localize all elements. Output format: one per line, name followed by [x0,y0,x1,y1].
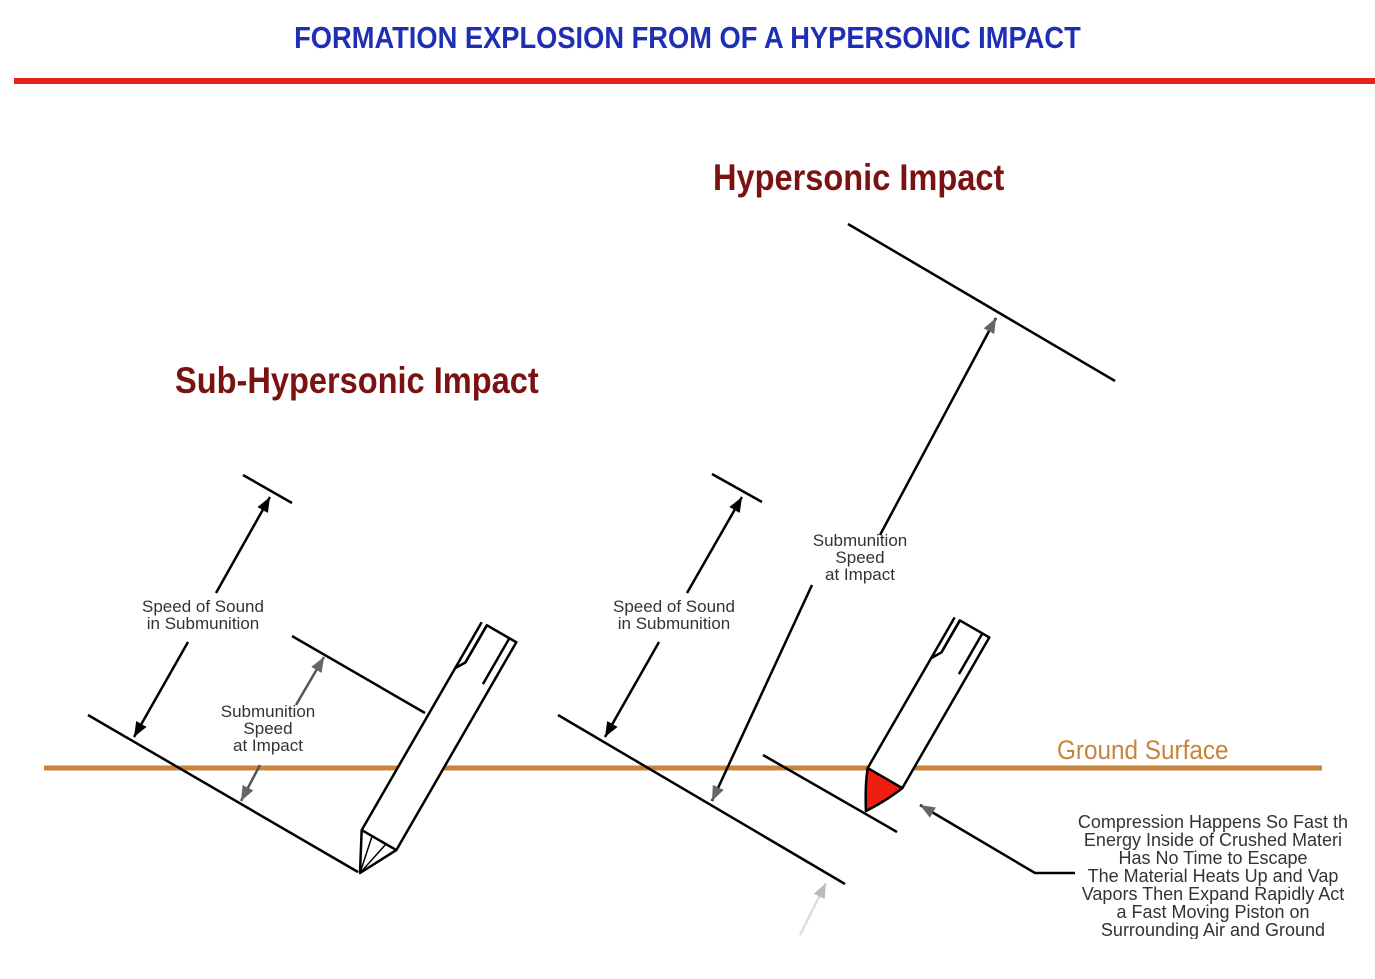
note-line: Energy Inside of Crushed Materi [1083,830,1343,850]
note-line: Has No Time to Escape [1118,848,1308,868]
hot-tip [864,766,904,813]
note-line: a Fast Moving Piston on [1116,902,1310,922]
projectile-hypersonic [864,616,991,813]
label-line: Speed [243,719,293,738]
hyper-impact-speed-label: Submunition Speed at Impact [800,532,920,583]
label-line: in Submunition [146,614,260,633]
speed-of-sound-arrow-down [132,641,190,738]
impact-speed-arrow-down [239,764,262,802]
sub-hypersonic-dimensions [87,473,426,874]
sub-speed-of-sound-label: Speed of Sound in Submunition [128,598,278,632]
impact-speed-arrow-up [294,656,326,706]
label-line: Submunition [220,702,316,721]
speed-of-sound-arrow-up [214,496,272,594]
sub-hypersonic-heading: Sub-Hypersonic Impact [175,360,539,401]
note-line: Surrounding Air and Ground [1100,920,1326,939]
projectile-sub-hypersonic [358,621,518,875]
note-line: Compression Happens So Fast th [1077,813,1349,832]
speed-of-sound-arrow-up [685,496,744,594]
hypersonic-heading: Hypersonic Impact [713,157,1005,198]
note-line: The Material Heats Up and Vap [1087,866,1339,886]
label-line: Submunition [812,531,908,550]
label-line: Speed of Sound [613,597,735,616]
speed-of-sound-arrow-down [603,641,661,738]
impact-speed-arrow-up [878,317,998,536]
note-line: Vapors Then Expand Rapidly Act [1081,884,1345,904]
page-title: FORMATION EXPLOSION FROM OF A HYPERSONIC… [294,20,1081,55]
ghost-arrow-down [798,882,828,936]
impact-speed-arrow-down [710,584,814,802]
label-line: Speed [835,548,885,567]
label-line: at Impact [825,565,895,584]
label-line: Speed of Sound [142,597,264,616]
label-line: at Impact [233,736,303,755]
callout-arrow [919,803,1075,875]
hypersonic-dimensions [557,222,1116,936]
ground-surface-label: Ground Surface [1057,735,1229,765]
compression-note: Compression Happens So Fast th Energy In… [1068,813,1358,939]
hyper-speed-of-sound-label: Speed of Sound in Submunition [599,598,749,632]
sub-impact-speed-label: Submunition Speed at Impact [208,703,328,754]
label-line: in Submunition [617,614,731,633]
